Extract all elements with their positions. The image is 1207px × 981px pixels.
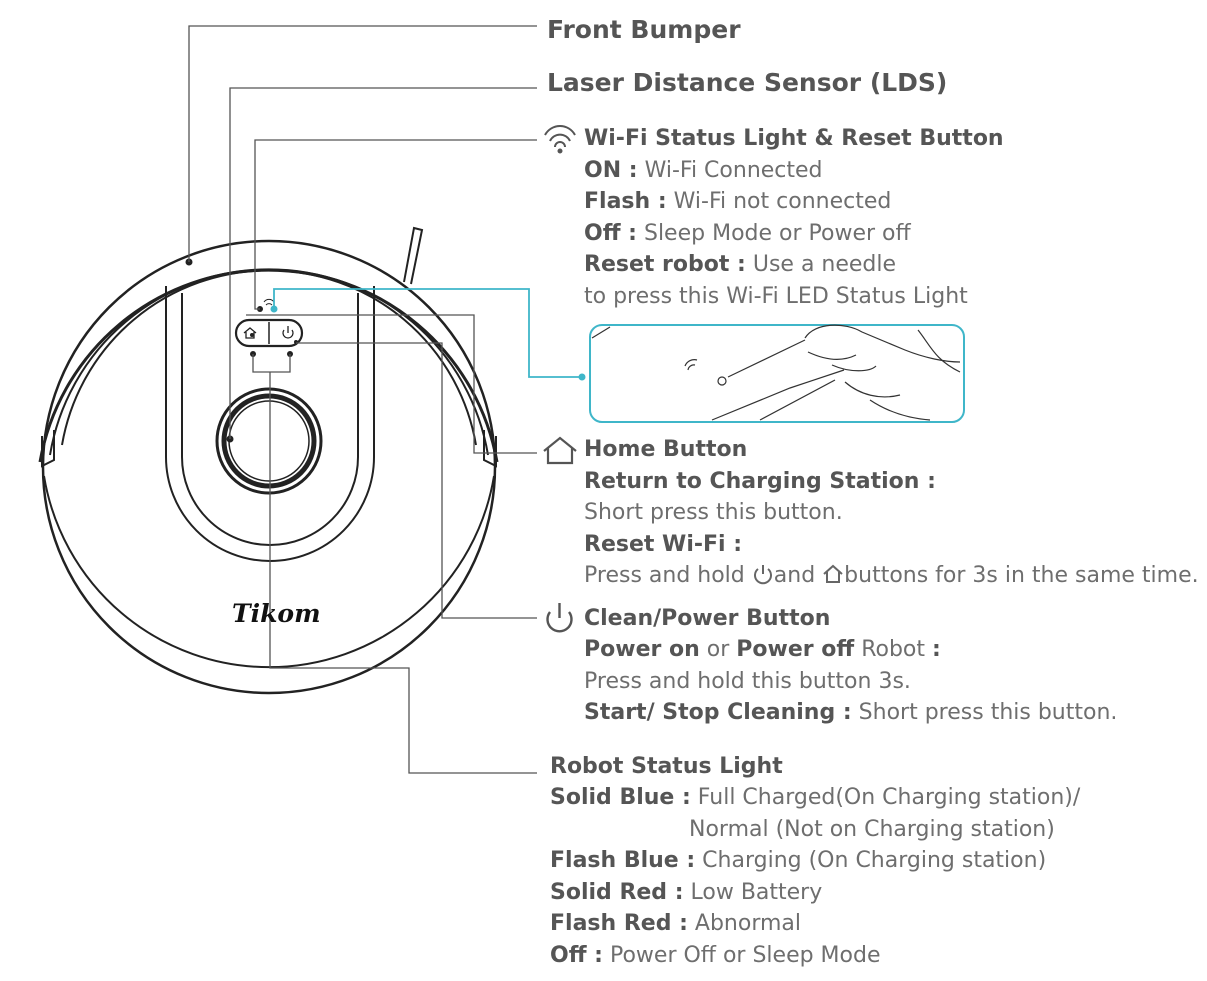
status-off-label: Off : — [550, 943, 603, 968]
home-resetwifi-and: and — [773, 563, 816, 588]
home-return-text: Short press this button. — [584, 500, 843, 525]
leader-lines — [188, 25, 537, 774]
home-title: Home Button — [584, 437, 748, 462]
robot-power-icon — [282, 326, 294, 339]
home-resetwifi-line: Press and hold and buttons for 3s in the… — [584, 562, 1199, 590]
robot-home-icon — [243, 327, 257, 339]
power-icon — [546, 603, 573, 633]
power-off-label: Power off — [736, 637, 855, 662]
status-flash-red-text: Abnormal — [687, 911, 801, 936]
status-flash-blue-line: Flash Blue : Charging (On Charging stati… — [550, 847, 1046, 875]
robot-wifi-icon — [263, 298, 275, 306]
wifi-reset-text: Use a needle — [745, 252, 897, 277]
wifi-on-line: ON : Wi-Fi Connected — [584, 157, 823, 185]
reset-inset-illustration — [589, 324, 965, 423]
status-solid-blue-text2: Normal (Not on Charging station) — [689, 817, 1055, 842]
status-off-line: Off : Power Off or Sleep Mode — [550, 942, 881, 970]
status-solid-blue-label: Solid Blue : — [550, 785, 691, 810]
power-title: Clean/Power Button — [584, 606, 831, 631]
wifi-flash-line: Flash : Wi-Fi not connected — [584, 188, 891, 216]
status-flash-blue-text: Charging (On Charging station) — [695, 848, 1047, 873]
wifi-off-text: Sleep Mode or Power off — [636, 221, 911, 246]
power-start-line: Start/ Stop Cleaning : Short press this … — [584, 699, 1117, 727]
status-solid-blue-text: Full Charged(On Charging station)/ — [690, 785, 1081, 810]
wifi-reset-line: Reset robot : Use a needle — [584, 251, 896, 279]
power-robot: Robot — [854, 637, 933, 662]
wifi-reset-label: Reset robot : — [584, 252, 746, 277]
wifi-off-line: Off : Sleep Mode or Power off — [584, 220, 911, 248]
inline-power-icon — [753, 565, 772, 585]
wifi-on-text: Wi-Fi Connected — [637, 158, 823, 183]
status-flash-red-label: Flash Red : — [550, 911, 688, 936]
wifi-off-label: Off : — [584, 221, 637, 246]
inline-home-icon — [823, 564, 843, 583]
power-start-text: Short press this button. — [851, 700, 1118, 725]
wifi-icon — [544, 125, 576, 154]
status-off-text: Power Off or Sleep Mode — [602, 943, 881, 968]
home-return-label: Return to Charging Station : — [584, 469, 936, 494]
power-or: or — [699, 637, 737, 662]
home-resetwifi-pre: Press and hold — [584, 563, 745, 588]
power-hold-text: Press and hold this button 3s. — [584, 669, 911, 694]
robot-brand: Tikom — [232, 599, 321, 628]
wifi-callout-line — [273, 288, 582, 378]
status-title: Robot Status Light — [550, 754, 783, 779]
lds-label: Laser Distance Sensor (LDS) — [547, 68, 948, 97]
front-bumper-label: Front Bumper — [547, 15, 741, 44]
power-onoff-line: Power on or Power off Robot : — [584, 636, 941, 664]
robot-vacuum — [38, 226, 499, 695]
home-resetwifi-label: Reset Wi-Fi : — [584, 532, 743, 557]
status-solid-red-label: Solid Red : — [550, 880, 684, 905]
status-flash-red-line: Flash Red : Abnormal — [550, 910, 801, 938]
wifi-flash-text: Wi-Fi not connected — [666, 189, 892, 214]
status-solid-blue-line: Solid Blue : Full Charged(On Charging st… — [550, 784, 1080, 812]
status-flash-blue-label: Flash Blue : — [550, 848, 696, 873]
wifi-on-label: ON : — [584, 158, 638, 183]
power-on-label: Power on — [584, 637, 700, 662]
wifi-flash-label: Flash : — [584, 189, 667, 214]
home-resetwifi-post: buttons for 3s in the same time. — [844, 563, 1199, 588]
power-colon: : — [932, 637, 941, 662]
status-solid-red-line: Solid Red : Low Battery — [550, 879, 822, 907]
power-start-label: Start/ Stop Cleaning : — [584, 700, 852, 725]
status-solid-red-text: Low Battery — [683, 880, 823, 905]
home-icon — [543, 436, 577, 465]
wifi-reset-text2: to press this Wi-Fi LED Status Light — [584, 284, 968, 309]
wifi-title: Wi-Fi Status Light & Reset Button — [584, 126, 1004, 151]
